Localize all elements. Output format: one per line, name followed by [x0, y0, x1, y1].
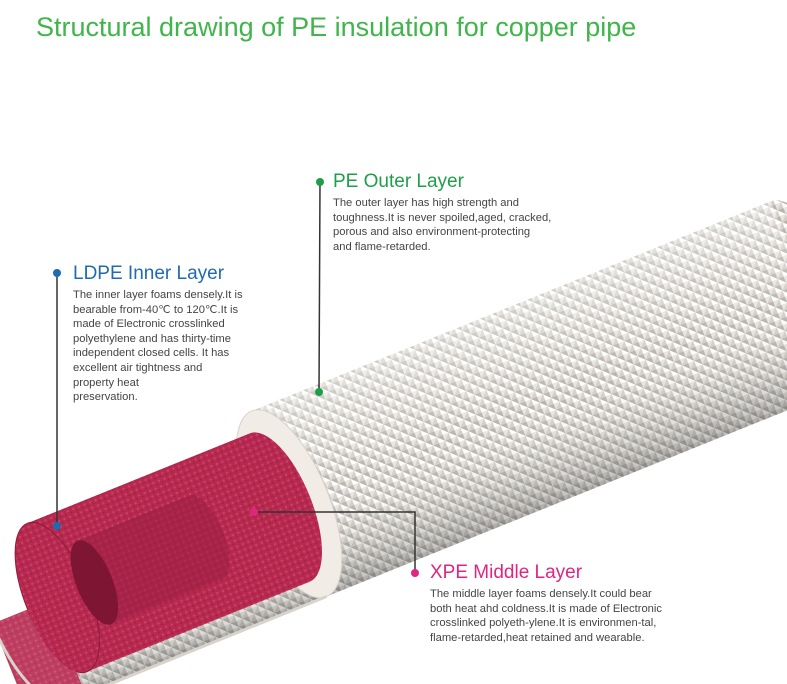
outer-layer-description: The outer layer has high strength and to… [333, 197, 552, 253]
outer-layer-heading: PE Outer Layer [333, 171, 464, 192]
middle-layer-heading: XPE Middle Layer [430, 562, 583, 583]
outer-layer-callout: PE Outer Layer The outer layer has high … [333, 171, 551, 254]
leader-inner [53, 269, 61, 530]
ldpe-inner-layer [0, 432, 322, 684]
inner-layer-callout: LDPE Inner Layer The inner layer foams d… [73, 263, 243, 405]
middle-layer-callout: XPE Middle Layer The middle layer foams … [430, 562, 662, 645]
inner-layer-heading: LDPE Inner Layer [73, 263, 225, 284]
page-title: Structural drawing of PE insulation for … [36, 12, 637, 42]
middle-layer-description: The middle layer foams densely.It could … [430, 588, 662, 644]
leader-outer [315, 178, 324, 396]
leader-middle [250, 508, 419, 577]
inner-layer-description: The inner layer foams densely.It is bear… [73, 289, 243, 404]
